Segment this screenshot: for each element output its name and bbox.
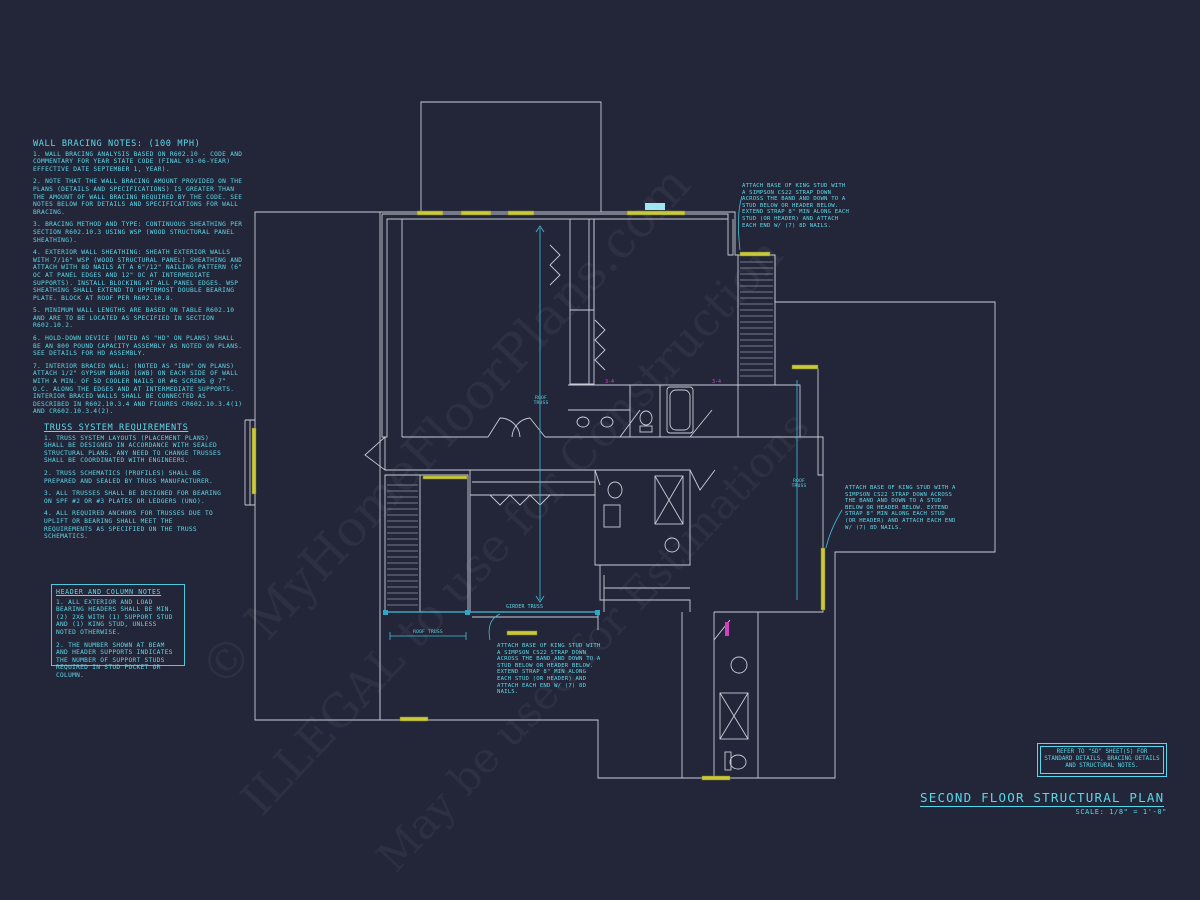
- roof-truss-label-right: ROOF TRUSS: [791, 479, 807, 490]
- wall-bracing-item: 1. WALL BRACING ANALYSIS BASED ON R602.1…: [33, 150, 243, 173]
- hallway-walls: [364, 436, 386, 471]
- wall-bracing-item: 2. NOTE THAT THE WALL BRACING AMOUNT PRO…: [33, 178, 243, 216]
- header-note-item: 1. ALL EXTERIOR AND LOAD BEARING HEADERS…: [56, 598, 173, 636]
- wall-bracing-notes: WALL BRACING NOTES: (100 MPH) 1. WALL BR…: [33, 139, 245, 421]
- svg-text:3-4: 3-4: [605, 379, 614, 385]
- wall-upper-left: [381, 214, 403, 438]
- strap-callout-right: ATTACH BASE OF KING STUD WITH A SIMPSON …: [845, 485, 956, 531]
- girder-truss-label: GIRDER TRUSS: [506, 605, 544, 610]
- truss-note-item: 2. TRUSS SCHEMATICS (PROFILES) SHALL BE …: [44, 469, 214, 485]
- wall-bracing-item: 7. INTERIOR BRACED WALL: (NOTED AS "IBW"…: [33, 362, 243, 416]
- stair-upper: [737, 255, 776, 386]
- bath-2-walls: [594, 469, 691, 566]
- exterior-outline: [420, 101, 602, 213]
- wall-bracing-item: 6. HOLD-DOWN DEVICE (NOTED AS "HD" ON PL…: [33, 335, 243, 358]
- header-beam: [416, 210, 444, 216]
- wall-bracing-item: 3. BRACING METHOD AND TYPE: CONTINUOUS S…: [33, 221, 243, 244]
- bath-1-walls: [568, 384, 739, 438]
- reference-note-box: REFER TO "SD" SHEET(S) FOR STANDARD DETA…: [1037, 743, 1167, 777]
- drawing-scale: SCALE: 1/8" = 1'-0": [1075, 808, 1167, 816]
- wall-bracing-item: 5. MINIMUM WALL LENGTHS ARE BASED ON TAB…: [33, 307, 235, 330]
- right-room-walls: [714, 368, 824, 613]
- strap-callout-top: ATTACH BASE OF KING STUD WITH A SIMPSON …: [742, 183, 850, 229]
- wall-bracing-item: 4. EXTERIOR WALL SHEATHING: SHEATH EXTER…: [33, 249, 243, 302]
- wall-bracing-heading: WALL BRACING NOTES: (100 MPH): [33, 139, 201, 149]
- strap-callout-bottom: ATTACH BASE OF KING STUD WITH A SIMPSON …: [497, 643, 601, 696]
- truss-system-notes: TRUSS SYSTEM REQUIREMENTS 1. TRUSS SYSTE…: [44, 423, 222, 546]
- drawing-title: SECOND FLOOR STRUCTURAL PLAN: [920, 790, 1165, 807]
- header-note-item: 2. THE NUMBER SHOWN AT BEAM AND HEADER S…: [56, 641, 173, 679]
- roof-truss-label-center: ROOF TRUSS: [533, 396, 549, 407]
- truss-note-item: 4. ALL REQUIRED ANCHORS FOR TRUSSES DUE …: [44, 510, 214, 541]
- truss-note-item: 1. TRUSS SYSTEM LAYOUTS (PLACEMENT PLANS…: [44, 434, 222, 465]
- header-column-notes: HEADER AND COLUMN NOTES 1. ALL EXTERIOR …: [51, 584, 185, 679]
- header-notes-heading: HEADER AND COLUMN NOTES: [56, 588, 162, 596]
- truss-note-item: 3. ALL TRUSSES SHALL BE DESIGNED FOR BEA…: [44, 490, 222, 505]
- svg-text:3-4: 3-4: [712, 379, 721, 385]
- roof-truss-label-bottom: ROOF TRUSS: [413, 630, 443, 635]
- truss-notes-heading: TRUSS SYSTEM REQUIREMENTS: [44, 423, 189, 433]
